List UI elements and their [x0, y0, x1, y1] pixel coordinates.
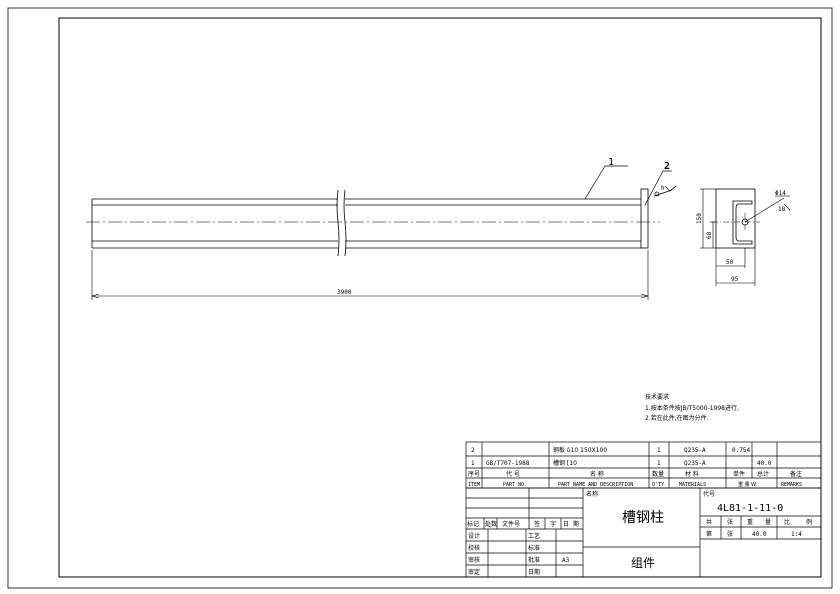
hdr-en-part: PART NO.	[503, 482, 527, 488]
sheet-size: A3	[562, 557, 570, 564]
stage-this: 第	[706, 530, 712, 538]
width-hole-value: 50	[726, 259, 734, 266]
stage-sheets: 张	[727, 518, 733, 526]
row1-qty: 1	[657, 460, 661, 467]
column-elevation	[91, 188, 649, 257]
row2-unit-weight: 0.754	[732, 447, 750, 454]
stage-scale2: 例	[806, 518, 812, 526]
weld-symbol	[653, 185, 677, 197]
hdr-total: 总计	[757, 470, 769, 478]
hdr-desc: 名 称	[590, 470, 604, 478]
hdr-item: 序号	[468, 470, 480, 478]
rev-hdr-count: 处数	[485, 520, 497, 528]
row1-item: 1	[471, 460, 475, 467]
length-dimension-value: 3900	[337, 289, 352, 296]
row1-material: Q235-A	[684, 460, 706, 467]
hole-diameter: Φ14	[775, 190, 786, 197]
length-dimension	[90, 250, 650, 300]
stage-weight2: 量	[765, 519, 771, 526]
drawing-code: 4L81-1-11-0	[717, 503, 783, 514]
row2-item: 2	[471, 447, 475, 454]
hdr-qty: 数量	[652, 470, 664, 478]
title-block-grid	[465, 487, 822, 578]
role-standard: 标准	[528, 544, 540, 552]
rev-hdr-date2: 期	[573, 520, 579, 528]
hdr-en-item: ITEM	[468, 482, 480, 488]
row2-material: Q235-A	[684, 447, 706, 454]
hdr-material: 材 料	[685, 470, 699, 478]
width-dimensions	[715, 248, 756, 286]
hdr-en-remark: REMARKS	[781, 482, 802, 488]
hdr-en-material: MATERIALS	[679, 482, 706, 488]
stage-weight1: 重	[747, 518, 753, 526]
outer-border	[7, 7, 833, 589]
rev-hdr-sign2: 字	[550, 520, 556, 528]
stage-weight-value: 40.0	[752, 531, 767, 538]
row1-total-weight: 40.0	[757, 460, 772, 467]
role-design: 设计	[468, 532, 480, 540]
inner-border	[58, 17, 822, 578]
hdr-unit: 单件	[733, 470, 745, 478]
role-process: 工艺	[528, 532, 540, 540]
height-total-value: 150	[696, 213, 703, 224]
height-dimensions	[700, 188, 716, 249]
notes-line-2: 2.若在此件,在图为分件.	[645, 414, 709, 422]
leader-label-1: 1	[608, 157, 614, 168]
parts-list-grid	[465, 441, 822, 489]
role-date: 日期	[528, 568, 540, 576]
hdr-en-desc: PART NAME AND DESCRIPTION	[558, 482, 633, 488]
rev-hdr-sign1: 签	[534, 520, 540, 528]
notes-line-1: 1.按本条件按JB/T5000-1998进行,	[645, 404, 739, 412]
name-label: 名称	[586, 490, 598, 498]
row1-part: GB/T707-1988	[486, 460, 530, 467]
hdr-remark: 备注	[790, 470, 802, 478]
hole-leader	[744, 195, 791, 223]
width-total-value: 95	[731, 276, 739, 283]
drawing-type: 组件	[631, 556, 655, 570]
row2-qty: 1	[657, 447, 661, 454]
drawing-name: 槽钢柱	[622, 510, 664, 526]
rev-hdr-mark: 标记	[467, 520, 479, 528]
stage-scale-value: 1:4	[791, 531, 802, 538]
role-review: 审核	[468, 556, 480, 564]
leader-item-2	[644, 170, 672, 206]
rev-hdr-doc: 文件号	[502, 520, 520, 528]
hole-depth: 18	[778, 206, 786, 213]
height-inner-value: 68	[706, 231, 713, 239]
row1-desc: 槽钢 [10	[553, 459, 577, 467]
hdr-part: 代 号	[506, 470, 520, 478]
rev-hdr-date1: 日	[563, 521, 569, 528]
code-label: 代号	[703, 490, 715, 498]
role-check: 校核	[468, 544, 480, 552]
stage-scale1: 比	[784, 518, 790, 526]
leader-item-1	[584, 165, 628, 200]
hdr-en-qty: Q'TY	[652, 482, 664, 488]
stage-total: 共	[706, 518, 712, 526]
row2-desc: 钢板 δ10 150X100	[553, 446, 607, 454]
stage-this-sheets: 张	[727, 530, 733, 538]
hdr-en-weight: 重 量 W.	[738, 481, 758, 488]
roughness-mark: h	[661, 185, 665, 192]
role-ratify: 批准	[528, 556, 540, 564]
role-approve: 审定	[468, 568, 480, 576]
leader-label-2: 2	[664, 161, 670, 172]
end-plate-view	[712, 188, 760, 249]
notes-title: 技术要求	[645, 393, 669, 401]
